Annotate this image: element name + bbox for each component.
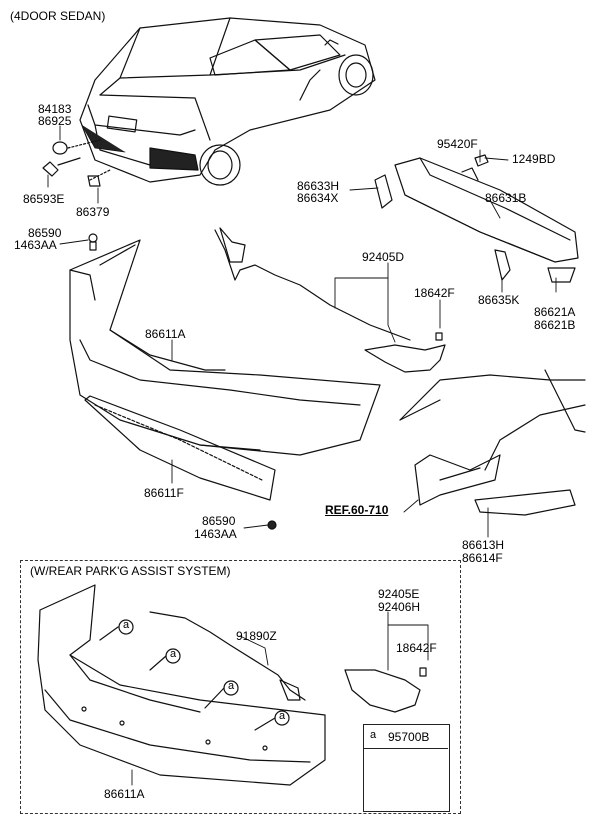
park-assist-bumper xyxy=(37,584,326,786)
reference-link[interactable]: REF.60-710 xyxy=(325,503,389,517)
part-86614F: 86614F xyxy=(462,551,503,565)
part-86633H: 86633H xyxy=(297,179,340,193)
fasteners-left xyxy=(42,139,111,187)
part-86613H: 86613H xyxy=(462,538,505,552)
wiring-harness xyxy=(214,227,446,373)
part-92406H: 92406H xyxy=(378,600,421,614)
part-95420F: 95420F xyxy=(437,137,478,151)
part-86631B: 86631B xyxy=(485,191,527,205)
part-86593E: 86593E xyxy=(23,192,65,206)
legend-divider xyxy=(363,748,448,749)
callout-letter-3: a xyxy=(228,680,235,692)
callout-circles xyxy=(99,619,290,731)
legend-callout-letter: a xyxy=(370,729,377,741)
quarter-panel-ref xyxy=(399,369,586,516)
car-illustration xyxy=(79,17,376,186)
legend-part-95700B: 95700B xyxy=(388,730,430,744)
park-assist-section-frame xyxy=(20,560,461,814)
part-86925: 86925 xyxy=(38,114,72,128)
lower-valance xyxy=(84,395,277,530)
bumper-beam xyxy=(374,154,579,283)
part-1463AA-bottom: 1463AA xyxy=(194,527,237,541)
section2-title: (W/REAR PARK'G ASSIST SYSTEM) xyxy=(30,564,231,578)
part-1249BD: 1249BD xyxy=(512,152,556,166)
part-86590-top: 86590 xyxy=(28,226,62,240)
part-86635K: 86635K xyxy=(478,293,520,307)
part-91890Z: 91890Z xyxy=(236,629,277,643)
callout-letter-4: a xyxy=(279,710,286,722)
part-86634X: 86634X xyxy=(297,191,339,205)
callout-letter-1: a xyxy=(123,619,130,631)
part-86621A: 86621A xyxy=(534,305,576,319)
callout-letter-2: a xyxy=(170,648,177,660)
park-assist-wiring xyxy=(149,611,427,713)
part-86611A-bottom: 86611A xyxy=(104,787,145,801)
diagram-title: (4DOOR SEDAN) xyxy=(10,9,106,23)
part-18642F-top: 18642F xyxy=(414,286,455,300)
part-86621B: 86621B xyxy=(534,318,576,332)
part-86611F: 86611F xyxy=(144,486,184,500)
part-84183: 84183 xyxy=(38,102,72,116)
part-86379: 86379 xyxy=(76,205,110,219)
leader-lines-top xyxy=(47,125,557,538)
part-86590-bottom: 86590 xyxy=(202,514,236,528)
part-86611A: 86611A xyxy=(145,327,186,341)
legend-box xyxy=(363,724,450,812)
part-18642F-bottom: 18642F xyxy=(396,641,437,655)
part-1463AA-top: 1463AA xyxy=(14,238,57,252)
part-92405D: 92405D xyxy=(362,250,405,264)
rear-bumper-cover xyxy=(69,233,381,456)
part-92405E: 92405E xyxy=(378,587,420,601)
leader-lines-bottom xyxy=(131,611,429,786)
